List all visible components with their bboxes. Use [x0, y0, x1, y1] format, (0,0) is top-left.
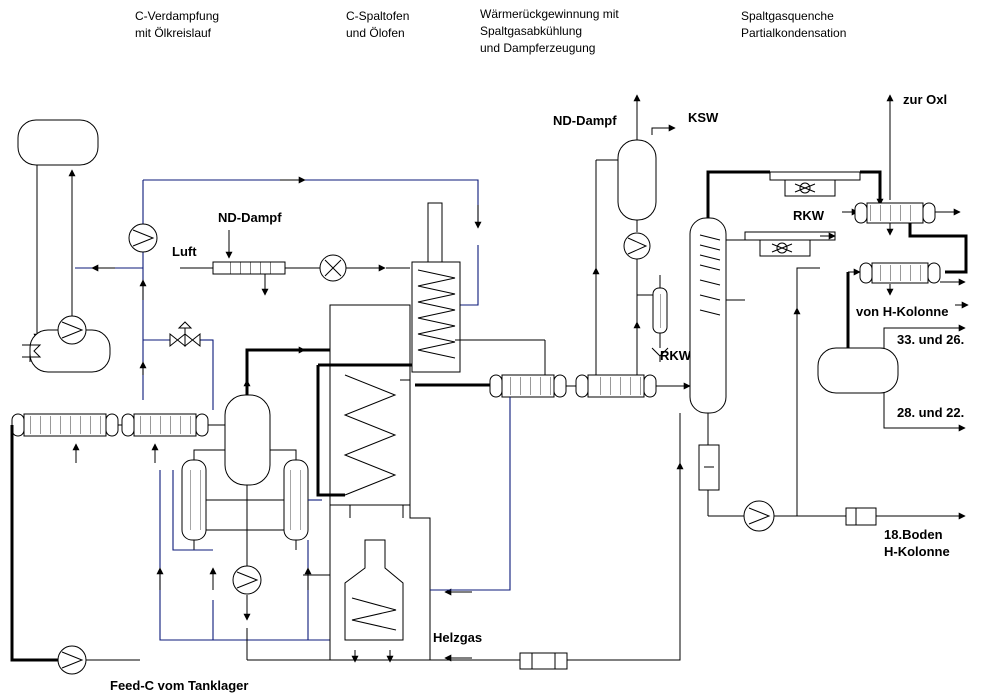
air-cooler-top: [769, 171, 861, 197]
svg-text:KSW: KSW: [688, 110, 719, 125]
svg-text:C-Spaltofen: C-Spaltofen: [346, 9, 409, 23]
stage-28-22-label: 28. und 22.: [897, 405, 964, 420]
control-valve: [169, 321, 201, 348]
column-bottom-lines: [246, 267, 966, 661]
svg-text:H-Kolonne: H-Kolonne: [884, 544, 950, 559]
luft-label: Luft: [172, 244, 197, 259]
svg-text:und Ölofen: und Ölofen: [346, 26, 405, 40]
svg-text:Feed-C vom Tanklager: Feed-C vom Tanklager: [110, 678, 248, 693]
svg-text:RKW: RKW: [793, 208, 825, 223]
nd-dampf-right-label: ND-Dampf: [553, 113, 617, 128]
quench-exchanger-1: [489, 374, 567, 398]
evaporator-drum: [224, 394, 271, 486]
oil-evaporator-vessel: [22, 315, 111, 373]
svg-text:28. und 22.: 28. und 22.: [897, 405, 964, 420]
svg-text:mit Ölkreislauf: mit Ölkreislauf: [135, 26, 212, 40]
steam-drum: [617, 94, 676, 232]
oil-circulation-pump: [128, 223, 158, 253]
flow-meter-18-boden: [845, 507, 877, 526]
feed-preheater-1: [11, 413, 119, 437]
svg-text:C-Verdampfung: C-Verdampfung: [135, 9, 219, 23]
evaporator-blue-lines: [156, 470, 330, 641]
svg-text:RKW: RKW: [660, 348, 692, 363]
boiler-feed-pump: [623, 232, 651, 296]
section-title-evaporation: C-Verdampfung mit Ölkreislauf: [135, 9, 219, 40]
svg-text:18.Boden: 18.Boden: [884, 527, 943, 542]
evaporator-pump: [232, 565, 262, 595]
boden-label: 18.Boden H-Kolonne: [884, 527, 950, 559]
cracking-furnace: [329, 202, 461, 506]
feed-line: [10, 424, 225, 662]
svg-text:ND-Dampf: ND-Dampf: [218, 210, 282, 225]
oil-storage-tank: [17, 119, 99, 166]
sample-cooler: [651, 275, 669, 362]
reboiler-right: [283, 459, 309, 541]
quench-exchanger-2: [575, 374, 657, 398]
section-title-heat-recovery: Wärmerückgewinnung mit Spaltgasabkühlung…: [480, 7, 619, 55]
svg-text:ND-Dampf: ND-Dampf: [553, 113, 617, 128]
svg-text:Spaltgasquenche: Spaltgasquenche: [741, 9, 834, 23]
section-title-quench: Spaltgasquenche Partialkondensation: [741, 9, 846, 40]
feed-preheater-2: [121, 413, 209, 437]
stage-33-26-label: 33. und 26.: [897, 332, 964, 347]
ksw-label: KSW: [688, 110, 719, 125]
separator-drum: [817, 301, 969, 432]
von-h-kolonne-label: von H-Kolonne: [856, 304, 948, 319]
air-preheater: [180, 261, 320, 296]
heizgas-label: Helzgas: [433, 630, 482, 645]
flow-meter-bottom: [519, 652, 568, 670]
svg-text:Spaltgasabkühlung: Spaltgasabkühlung: [480, 24, 582, 38]
svg-text:Partialkondensation: Partialkondensation: [741, 26, 846, 40]
air-cooler-middle: [744, 231, 836, 257]
rkw-lower-label: RKW: [660, 348, 692, 363]
rkw-top-label: RKW: [793, 208, 825, 223]
oil-furnace: [344, 539, 404, 641]
svg-text:und Dampferzeugung: und Dampferzeugung: [480, 41, 595, 55]
feed-pump: [57, 645, 87, 675]
condenser-top: [854, 202, 936, 224]
svg-text:33. und 26.: 33. und 26.: [897, 332, 964, 347]
oil-loop-arrows: [91, 176, 482, 375]
svg-text:von H-Kolonne: von H-Kolonne: [856, 304, 948, 319]
svg-text:Luft: Luft: [172, 244, 197, 259]
svg-text:zur Oxl: zur Oxl: [903, 92, 947, 107]
air-blower: [319, 254, 410, 282]
condenser-bottom: [859, 262, 941, 284]
feed-label: Feed-C vom Tanklager: [110, 678, 248, 693]
section-title-cracking-furnace: C-Spaltofen und Ölofen: [346, 9, 409, 40]
column-bottom-pump: [743, 500, 775, 532]
zur-oxl-label: zur Oxl: [903, 92, 947, 107]
overhead-lines: [706, 94, 968, 350]
svg-text:Wärmerückgewinnung mit: Wärmerückgewinnung mit: [480, 7, 619, 21]
reboiler-left: [181, 459, 207, 541]
quench-column: [689, 217, 745, 414]
svg-text:Helzgas: Helzgas: [433, 630, 482, 645]
nd-dampf-left-label: ND-Dampf: [218, 210, 282, 225]
